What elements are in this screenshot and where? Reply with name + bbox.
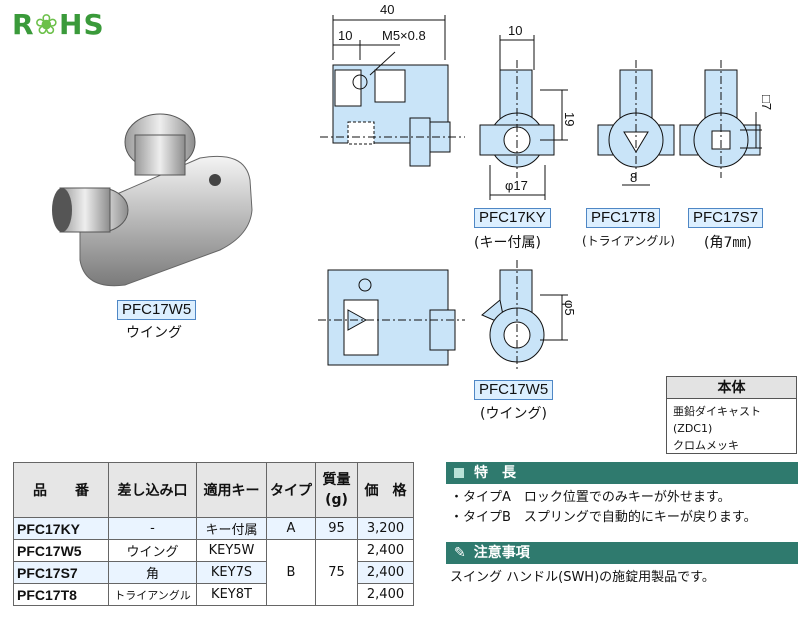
dim-40: 40 bbox=[380, 2, 394, 17]
dim-10-right: 10 bbox=[508, 23, 522, 38]
material-header: 本体 bbox=[667, 377, 796, 399]
product-photo bbox=[52, 113, 253, 287]
photo-part-label: PFC17W5 bbox=[117, 300, 197, 320]
notes-header: ✎注意事項 bbox=[446, 542, 798, 564]
material-line-2: クロムメッキ bbox=[673, 439, 739, 452]
cell-price: 2,400 bbox=[357, 561, 414, 584]
variant-label-ky: PFC17KY bbox=[474, 208, 551, 228]
th-type: タイプ bbox=[266, 462, 316, 518]
cell-mass-b: 75 bbox=[315, 539, 358, 606]
cell-insert: トライアングル bbox=[108, 583, 197, 606]
dim-sq7: □7 bbox=[759, 95, 774, 110]
cell-part: PFC17W5 bbox=[13, 539, 109, 562]
cell-part: PFC17KY bbox=[13, 517, 109, 540]
cell-key: キー付属 bbox=[196, 517, 267, 540]
pen-icon: ✎ bbox=[454, 545, 466, 561]
th-key: 適用キー bbox=[196, 462, 267, 518]
features-header: 特 長 bbox=[446, 462, 798, 484]
table-row: PFC17S7 角 KEY7S 2,400 bbox=[13, 561, 414, 584]
cell-part: PFC17T8 bbox=[13, 583, 109, 606]
th-price: 価 格 bbox=[357, 462, 414, 518]
th-insert: 差し込み口 bbox=[108, 462, 197, 518]
photo-part-sublabel: ウイング bbox=[126, 325, 182, 341]
spec-table: 品 番 差し込み口 適用キー タイプ 質量 (g) 価 格 PFC17KY - … bbox=[13, 462, 414, 606]
feature-item-2: ・タイプB スプリングで自動的にキーが戻ります。 bbox=[450, 510, 757, 525]
dim-phi17: φ17 bbox=[505, 178, 528, 193]
cell-insert: - bbox=[108, 517, 197, 540]
cell-price: 2,400 bbox=[357, 583, 414, 606]
cell-key: KEY7S bbox=[196, 561, 267, 584]
cell-type: A bbox=[266, 517, 316, 540]
material-line-1: 亜鉛ダイキャスト(ZDC1) bbox=[673, 405, 761, 435]
variant-sublabel-t8: (トライアングル) bbox=[582, 234, 675, 248]
cell-price: 2,400 bbox=[357, 539, 414, 562]
rohs-logo: R❀HS bbox=[12, 8, 105, 41]
variant-label-s7: PFC17S7 bbox=[688, 208, 764, 228]
cell-insert: 角 bbox=[108, 561, 197, 584]
feature-item-1: ・タイプA ロック位置でのみキーが外せます。 bbox=[450, 490, 731, 505]
dim-10-left: 10 bbox=[338, 28, 352, 43]
cell-mass: 95 bbox=[315, 517, 358, 540]
table-row: PFC17KY - キー付属 A 95 3,200 bbox=[13, 517, 414, 540]
square-icon bbox=[454, 468, 464, 478]
th-mass: 質量 (g) bbox=[315, 462, 358, 518]
dim-8: 8 bbox=[630, 170, 637, 185]
cell-price: 3,200 bbox=[357, 517, 414, 540]
variant-sublabel-ky: (キー付属) bbox=[474, 235, 541, 251]
material-box: 本体 亜鉛ダイキャスト(ZDC1) クロムメッキ bbox=[666, 376, 797, 454]
cell-type-b: B bbox=[266, 539, 316, 606]
cell-part: PFC17S7 bbox=[13, 561, 109, 584]
dim-19: 19 bbox=[562, 112, 577, 126]
cell-key: KEY8T bbox=[196, 583, 267, 606]
dim-phi5: φ5 bbox=[562, 300, 577, 316]
cell-insert: ウイング bbox=[108, 539, 197, 562]
th-part: 品 番 bbox=[13, 462, 109, 518]
table-row: PFC17W5 ウイング KEY5W B 75 2,400 bbox=[13, 539, 414, 606]
notes-text: スイング ハンドル(SWH)の施錠用製品です。 bbox=[450, 570, 715, 585]
cell-key: KEY5W bbox=[196, 539, 267, 562]
table-row: PFC17T8 トライアングル KEY8T 2,400 bbox=[13, 583, 414, 606]
variant-sublabel-s7: (角7㎜) bbox=[704, 235, 752, 251]
dim-thread: M5×0.8 bbox=[382, 28, 426, 43]
variant-label-t8: PFC17T8 bbox=[586, 208, 661, 228]
variant-sublabel-w5: (ウイング) bbox=[480, 406, 547, 422]
leaf-icon: ❀ bbox=[34, 8, 60, 41]
technical-drawing: 40 10 M5×0.8 10 19 φ17 8 □7 φ5 bbox=[318, 2, 774, 372]
variant-label-w5: PFC17W5 bbox=[474, 380, 554, 400]
